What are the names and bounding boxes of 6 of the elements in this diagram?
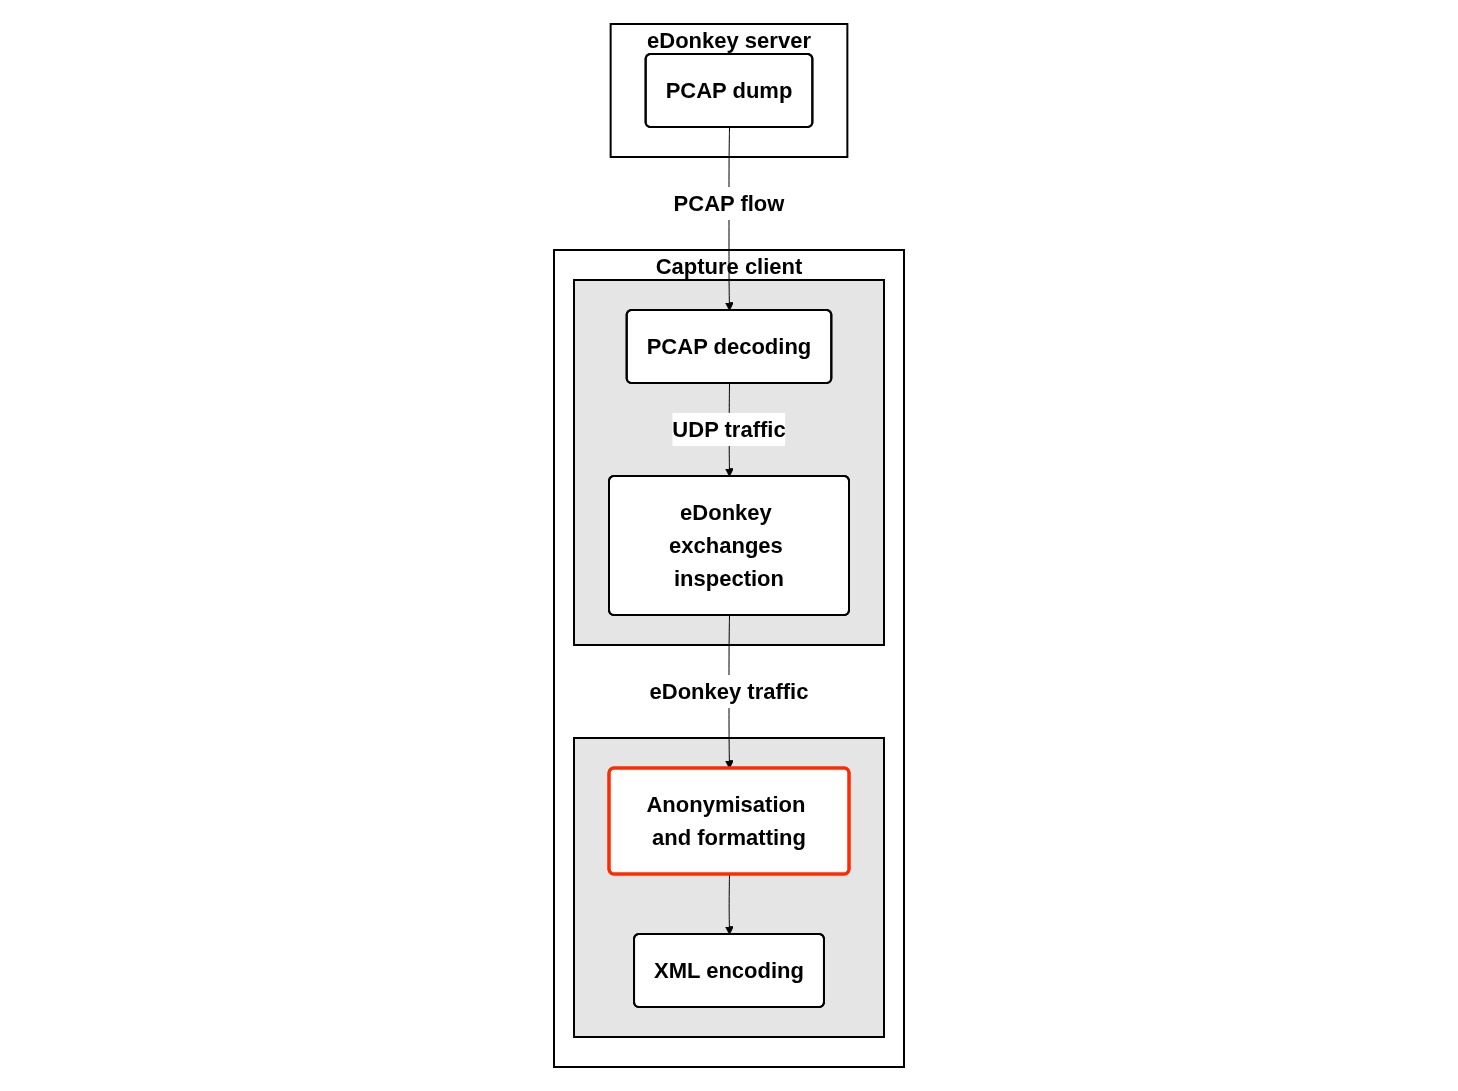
arrow bbox=[724, 874, 734, 935]
cluster bbox=[573, 279, 885, 646]
edge-label: UDP traffic bbox=[672, 417, 786, 442]
edge-label: eDonkey traffic bbox=[649, 679, 809, 704]
edge-label: PCAP flow bbox=[673, 191, 785, 216]
cluster bbox=[573, 737, 885, 1038]
